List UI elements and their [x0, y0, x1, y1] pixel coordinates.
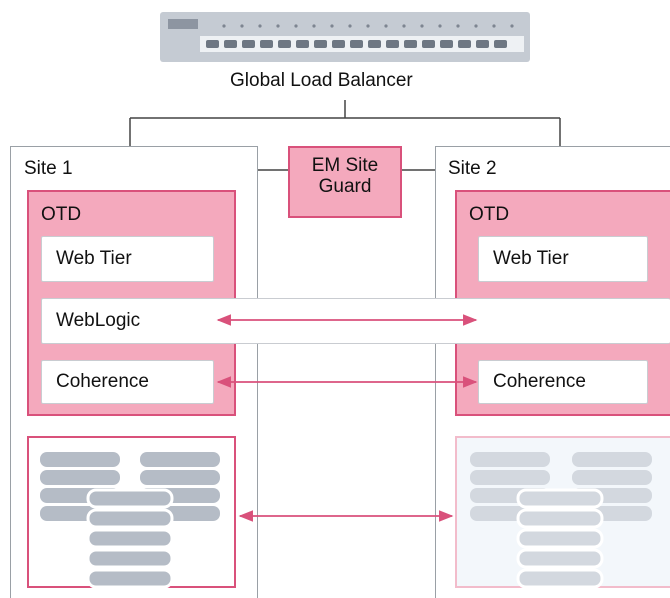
site-1-title: Site 1 [24, 158, 73, 179]
site-2-coherence: Coherence [478, 360, 648, 404]
site-1-coherence: Coherence [41, 360, 214, 404]
load-balancer-label: Global Load Balancer [230, 70, 413, 91]
site-1-web-tier: Web Tier [41, 236, 214, 282]
em-site-guard-line-2: Guard [318, 176, 372, 197]
site-2-web-tier: Web Tier [478, 236, 648, 282]
database-stack-icon [86, 488, 174, 589]
em-site-guard: EM Site Guard [288, 146, 402, 218]
load-balancer-icon [160, 12, 530, 62]
site-1-otd-label: OTD [41, 204, 82, 225]
site-2-otd-label: OTD [469, 204, 510, 225]
em-site-guard-line-1: EM Site [311, 155, 379, 176]
database-stack-icon [516, 488, 604, 589]
site-2-title: Site 2 [448, 158, 497, 179]
